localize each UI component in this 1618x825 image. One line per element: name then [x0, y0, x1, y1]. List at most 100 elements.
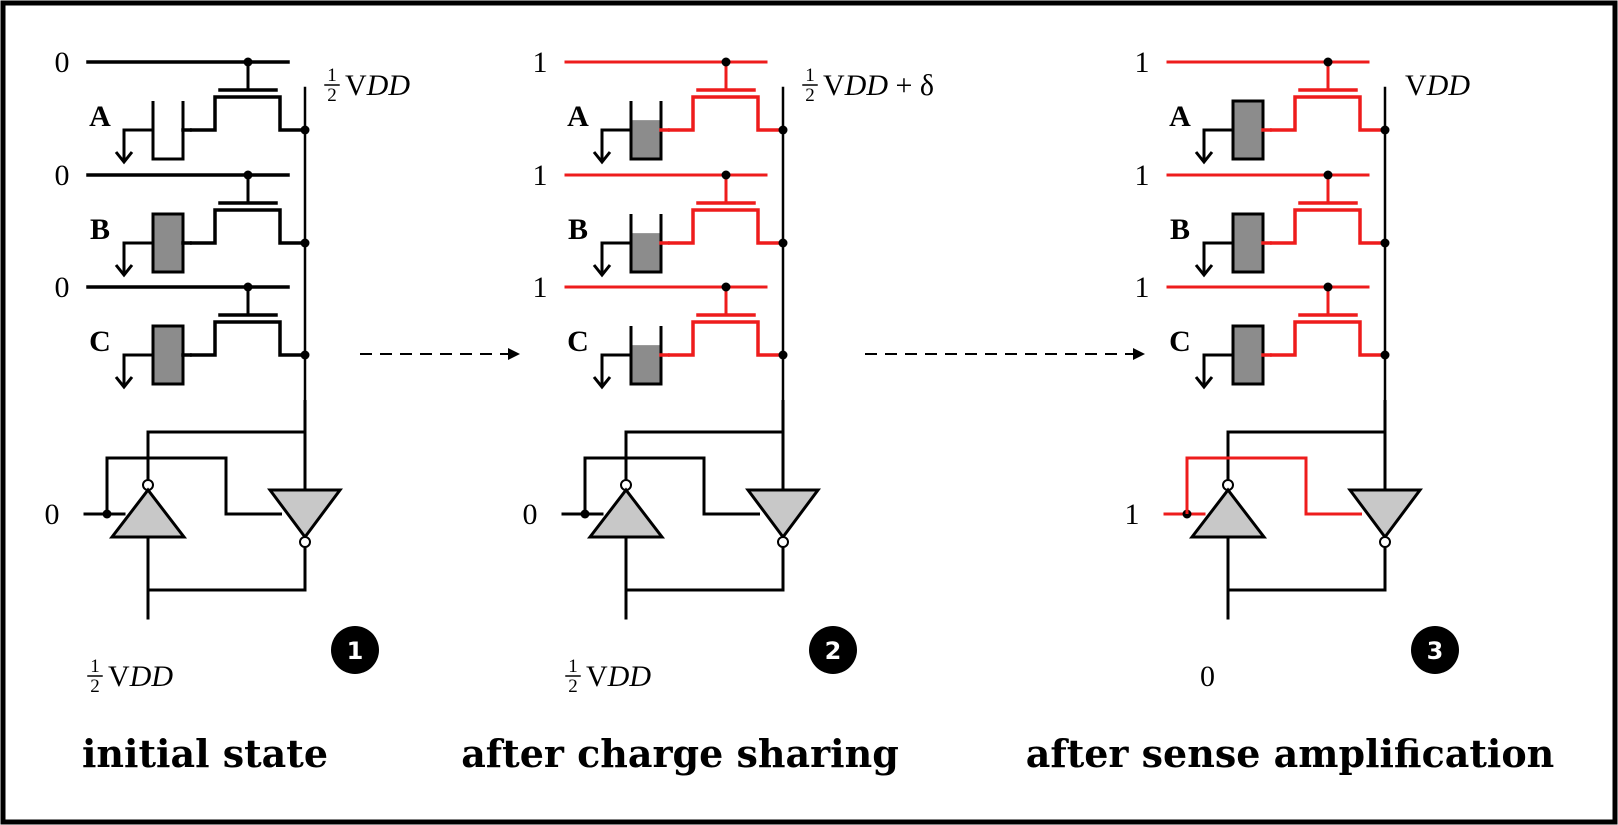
wordline-value: 1 [1135, 46, 1150, 79]
bitline-label-text: VDD [345, 69, 410, 102]
amp-top-bus [1226, 400, 1387, 480]
wordline-value: 0 [55, 159, 70, 192]
cell-label: B [1170, 213, 1190, 246]
wordline-value: 0 [55, 271, 70, 304]
step-badge-number: 3 [1427, 637, 1444, 665]
ground-arrow-icon [114, 151, 134, 165]
cell-row-a: 0A [55, 46, 310, 165]
bitline-junction-dot [300, 125, 310, 135]
cell-charge-fill [1233, 214, 1263, 272]
bottom-supply-label-text: 0 [1200, 660, 1215, 693]
bitline-label-fraction-numerator: 1 [327, 65, 337, 86]
cell-label: A [1169, 100, 1191, 133]
cell-label: A [567, 100, 589, 133]
ground-wire [600, 241, 631, 273]
ground-wire [122, 128, 153, 160]
ground-wire [122, 241, 153, 273]
bitline-label-fraction: 12 [324, 65, 340, 106]
cell-charge-fill [153, 326, 183, 384]
bottom-supply-label-fraction-numerator: 1 [90, 656, 100, 677]
bitline-junction-dot [778, 125, 788, 135]
bitline-label-text: VDD + δ [823, 69, 934, 102]
ground-wire [1202, 241, 1233, 273]
cell-row-b: 0B [55, 159, 310, 278]
gate-junction-dot [721, 170, 731, 180]
bottom-supply-label-text: VDD [586, 660, 651, 693]
bitline-label-fraction: 12 [802, 65, 818, 106]
cell-label: A [89, 100, 111, 133]
cell-charge-fill [1233, 101, 1263, 159]
feedback-loop [1185, 456, 1362, 516]
bitline-junction-dot [1380, 238, 1390, 248]
bitline-label-text: VDD [1405, 69, 1470, 102]
cell-row-a: 1A [1135, 46, 1390, 165]
wordline-value: 1 [533, 159, 548, 192]
transistor-channel [1270, 95, 1385, 132]
cell-label: C [1169, 325, 1191, 358]
bottom-supply-label: 0 [1200, 660, 1215, 693]
transistor-channel [668, 208, 783, 245]
feedback-loop [583, 456, 760, 516]
ground-wire [600, 128, 631, 160]
feedback-loop [105, 456, 282, 516]
transistor-channel [1270, 208, 1385, 245]
enable-input-value: 0 [45, 498, 60, 531]
gate-junction-dot [1323, 282, 1333, 292]
sense-amplifier: 0 [523, 400, 821, 620]
amp-bottom-bus [146, 537, 307, 592]
panel-caption: initial state [82, 731, 328, 776]
gate-junction-dot [1323, 170, 1333, 180]
enable-input-value: 1 [1125, 498, 1140, 531]
bottom-supply-label-fraction-denominator: 2 [90, 676, 100, 697]
cell-charge-fill [631, 345, 661, 384]
gate-junction-dot [243, 282, 253, 292]
step-badge [331, 626, 379, 674]
bitline-junction-dot [300, 238, 310, 248]
ground-wire [1202, 353, 1233, 385]
cell-charge-fill [153, 214, 183, 272]
cell-label: B [568, 213, 588, 246]
right-amp-bubble [299, 536, 311, 548]
cell-charge-fill [631, 233, 661, 272]
ground-arrow-icon [592, 376, 612, 390]
cell-row-c: 1C [533, 271, 788, 390]
ground-arrow-icon [1194, 264, 1214, 278]
transistor-channel [190, 320, 305, 357]
gate-junction-dot [1323, 57, 1333, 67]
bitline-label-fraction-numerator: 1 [805, 65, 815, 86]
bottom-supply-label-fraction: 12 [565, 656, 581, 697]
bottom-supply-label-fraction-denominator: 2 [568, 676, 578, 697]
gate-junction-dot [721, 57, 731, 67]
step-badge [809, 626, 857, 674]
enable-input-value: 0 [523, 498, 538, 531]
cell-row-b: 1B [1135, 159, 1390, 278]
gate-junction-dot [243, 170, 253, 180]
ground-arrow-icon [1194, 376, 1214, 390]
cell-row-c: 1C [1135, 271, 1390, 390]
bitline-label: VDD [1405, 69, 1470, 102]
wordline-value: 1 [533, 271, 548, 304]
bottom-supply-label-fraction-numerator: 1 [568, 656, 578, 677]
amp-top-bus [146, 400, 307, 480]
ground-arrow-icon [114, 264, 134, 278]
cell-label: B [90, 213, 110, 246]
bitline-junction-dot [778, 350, 788, 360]
panel-caption: after charge sharing [461, 731, 899, 776]
wordline-value: 1 [1135, 159, 1150, 192]
cell-row-c: 0C [55, 271, 310, 390]
ground-arrow-icon [1194, 151, 1214, 165]
amp-top-bus [624, 400, 785, 480]
transistor-channel [668, 320, 783, 357]
transition-arrow-1-2 [360, 348, 520, 360]
amp-bottom-bus [624, 537, 785, 592]
cell-label: C [89, 325, 111, 358]
ground-arrow-icon [114, 376, 134, 390]
bitline-label-fraction-denominator: 2 [805, 85, 815, 106]
